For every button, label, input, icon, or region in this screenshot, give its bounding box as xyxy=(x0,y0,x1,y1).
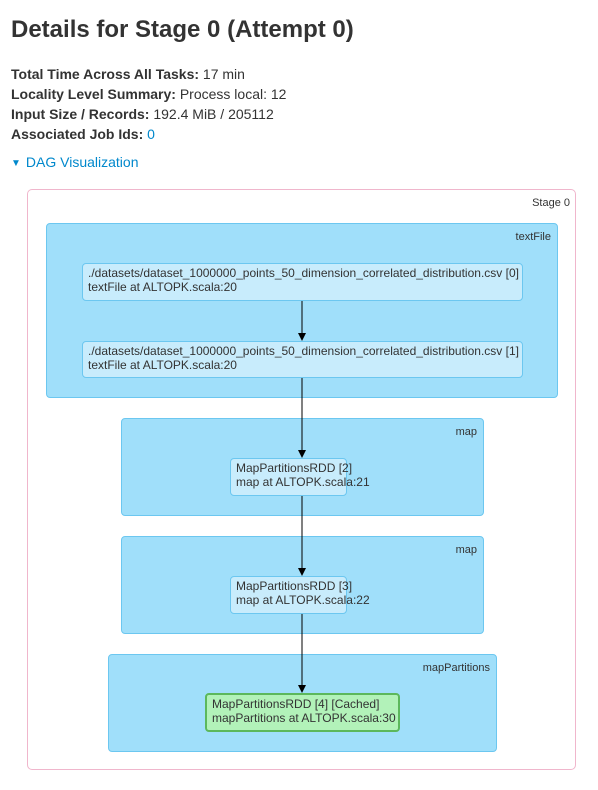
rdd-node-name: MapPartitionsRDD [4] [Cached] xyxy=(212,697,380,711)
total-time-label: Total Time Across All Tasks: xyxy=(11,66,200,82)
rdd-node-callsite: textFile at ALTOPK.scala:20 xyxy=(88,358,237,372)
summary-locality: Locality Level Summary: Process local: 1… xyxy=(11,84,286,104)
cluster-label: textFile xyxy=(515,231,551,243)
stage-label: Stage 0 xyxy=(532,197,570,209)
rdd-node-callsite: mapPartitions at ALTOPK.scala:30 xyxy=(212,711,396,725)
input-value: 192.4 MiB / 205112 xyxy=(153,106,274,122)
rdd-node-0[interactable]: ./datasets/dataset_1000000_points_50_dim… xyxy=(82,263,523,301)
dag-visualization-toggle[interactable]: ▼ DAG Visualization xyxy=(11,154,138,170)
rdd-node-callsite: map at ALTOPK.scala:21 xyxy=(236,475,370,489)
cluster-label: map xyxy=(455,426,477,438)
summary-total-time: Total Time Across All Tasks: 17 min xyxy=(11,64,286,84)
rdd-node-name: MapPartitionsRDD [3] xyxy=(236,579,353,593)
rdd-node-3[interactable]: MapPartitionsRDD [3] map at ALTOPK.scala… xyxy=(230,576,370,614)
rdd-node-2[interactable]: MapPartitionsRDD [2] map at ALTOPK.scala… xyxy=(230,458,370,496)
job-id-link[interactable]: 0 xyxy=(147,126,155,142)
jobs-label: Associated Job Ids: xyxy=(11,126,144,142)
stage-summary: Total Time Across All Tasks: 17 min Loca… xyxy=(11,64,286,144)
cluster-label: map xyxy=(455,544,477,556)
total-time-value: 17 min xyxy=(202,66,245,82)
cluster-mappartitions[interactable]: mapPartitions xyxy=(108,654,497,752)
rdd-node-name: ./datasets/dataset_1000000_points_50_dim… xyxy=(88,344,519,358)
rdd-node-4-cached[interactable]: MapPartitionsRDD [4] [Cached] mapPartiti… xyxy=(205,693,400,732)
rdd-node-1[interactable]: ./datasets/dataset_1000000_points_50_dim… xyxy=(82,341,523,378)
dag-toggle-label: DAG Visualization xyxy=(25,154,139,170)
summary-jobs: Associated Job Ids: 0 xyxy=(11,124,286,144)
rdd-node-name: ./datasets/dataset_1000000_points_50_dim… xyxy=(88,266,519,280)
caret-down-icon: ▼ xyxy=(11,158,21,169)
cluster-map-1[interactable]: map xyxy=(121,418,484,516)
rdd-node-callsite: map at ALTOPK.scala:22 xyxy=(236,593,370,607)
rdd-node-callsite: textFile at ALTOPK.scala:20 xyxy=(88,280,237,294)
dag-stage-box: Stage 0 xyxy=(27,189,576,770)
locality-value: Process local: 12 xyxy=(179,86,287,102)
input-label: Input Size / Records: xyxy=(11,106,150,122)
page-title: Details for Stage 0 (Attempt 0) xyxy=(11,16,354,43)
rdd-node-name: MapPartitionsRDD [2] xyxy=(236,461,353,475)
summary-input: Input Size / Records: 192.4 MiB / 205112 xyxy=(11,104,286,124)
cluster-label: mapPartitions xyxy=(422,662,490,674)
locality-label: Locality Level Summary: xyxy=(11,86,176,102)
